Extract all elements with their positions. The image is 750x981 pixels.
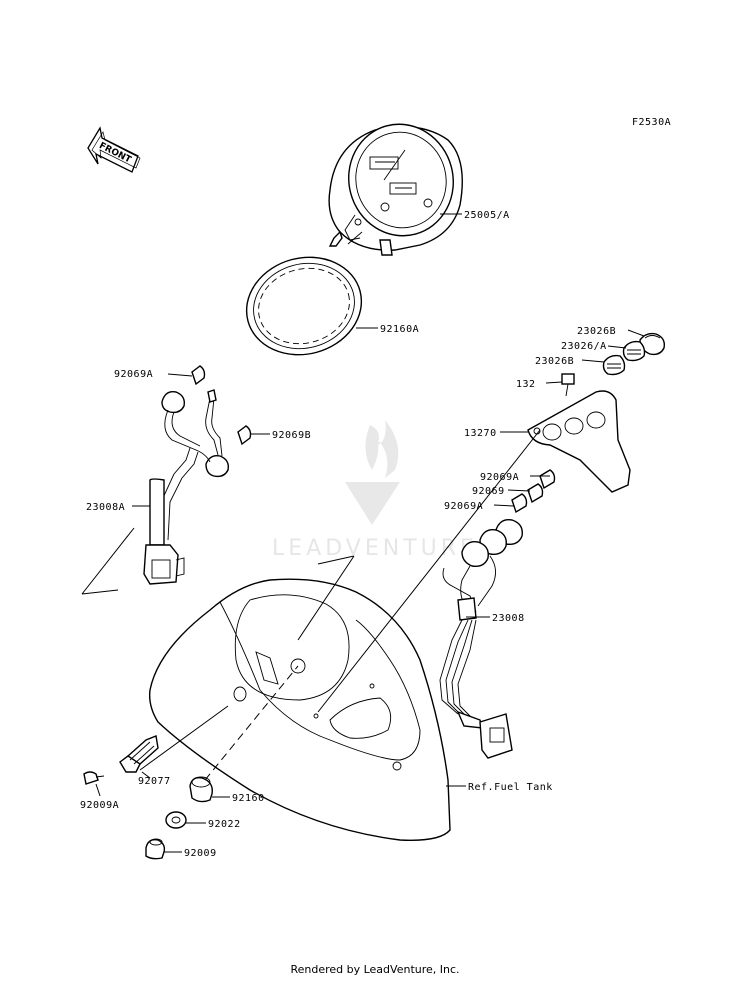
front-arrow-icon: FRONT <box>87 126 141 173</box>
label-92069a-r1: 92069A <box>480 472 519 483</box>
label-92009a: 92009A <box>80 800 119 811</box>
bulbs-right <box>511 469 556 514</box>
label-92069b: 92069B <box>272 430 311 441</box>
harness-23008 <box>439 519 523 759</box>
mounting-ring <box>245 256 363 356</box>
screw-92009a <box>83 771 105 785</box>
leadventure-watermark: LEADVENTURE <box>272 420 474 561</box>
label-23008a: 23008A <box>86 502 125 513</box>
harness-23008a <box>143 365 252 585</box>
label-ref-fuel-tank: Ref.Fuel Tank <box>468 782 553 793</box>
assembly-lines <box>139 429 541 781</box>
bolt-132 <box>561 373 575 397</box>
label-92069a-r2: 92069A <box>444 501 483 512</box>
label-23026a: 23026/A <box>561 341 607 352</box>
label-92069: 92069 <box>472 486 505 497</box>
bolt-92009 <box>145 838 166 860</box>
label-23026b-top: 23026B <box>577 326 616 337</box>
speedometer-assembly <box>328 123 463 256</box>
footer-credit: Rendered by LeadVenture, Inc. <box>290 963 460 976</box>
figure-code: F2530A <box>632 117 671 128</box>
label-92077: 92077 <box>138 776 171 787</box>
knob-92077 <box>119 735 159 773</box>
indicator-caps <box>602 332 666 376</box>
label-92022: 92022 <box>208 819 241 830</box>
label-23008: 23008 <box>492 613 525 624</box>
grommet-92160 <box>189 776 213 803</box>
washer-92022 <box>165 811 187 829</box>
label-13270: 13270 <box>464 428 497 439</box>
label-92069a-left: 92069A <box>114 369 153 380</box>
label-92009: 92009 <box>184 848 217 859</box>
label-132: 132 <box>516 379 536 390</box>
label-23026b-bottom: 23026B <box>535 356 574 367</box>
indicator-bracket <box>527 390 631 493</box>
label-92160a: 92160A <box>380 324 419 335</box>
label-25005a: 25005/A <box>464 210 510 221</box>
meter-cover <box>148 578 451 841</box>
label-92160: 92160 <box>232 793 265 804</box>
